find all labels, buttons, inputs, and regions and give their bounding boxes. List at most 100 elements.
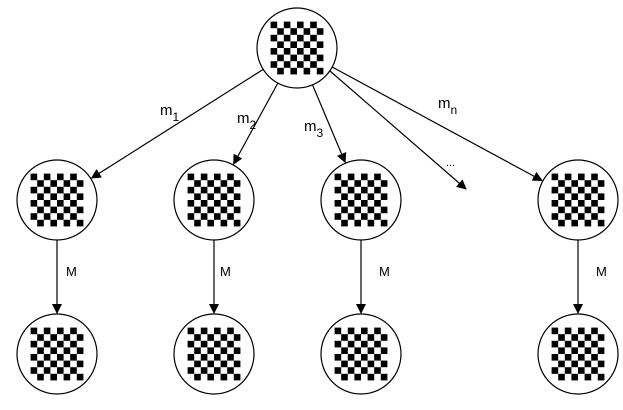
checker-square — [558, 193, 565, 200]
ellipsis-label: ... — [446, 157, 455, 169]
branch-edge-1 — [90, 68, 264, 179]
checker-square — [50, 360, 57, 368]
checker-square — [63, 193, 71, 200]
result-node-1 — [16, 313, 98, 395]
root-node — [256, 7, 338, 89]
checker-square — [347, 367, 355, 374]
checker-square — [367, 219, 375, 227]
checker-square — [187, 200, 195, 207]
checker-square — [30, 213, 38, 220]
edge-label-m1: m1 — [160, 102, 180, 124]
checker-square — [30, 327, 38, 335]
checker-square — [76, 193, 84, 200]
checker-square — [571, 373, 578, 381]
checker-square — [578, 186, 585, 194]
checker-square — [354, 206, 361, 214]
checker-square — [290, 41, 297, 48]
checker-square — [380, 334, 388, 341]
checker-square — [597, 347, 605, 354]
checker-square — [374, 340, 381, 348]
step-label-1: M — [66, 264, 77, 279]
checker-square — [347, 354, 355, 361]
checker-square — [187, 213, 195, 220]
branch-edge-2 — [233, 82, 279, 165]
checker-square — [187, 340, 195, 348]
checker-square — [334, 200, 342, 207]
checker-square — [30, 173, 38, 181]
checker-square — [310, 61, 317, 68]
checker-square — [591, 213, 598, 220]
checker-square — [571, 334, 578, 341]
checker-square — [194, 180, 201, 187]
checker-square — [551, 186, 559, 194]
checker-square — [194, 219, 201, 227]
checker-square — [270, 34, 278, 42]
checker-square — [214, 340, 221, 348]
checker-square — [63, 180, 71, 187]
edge-label-mn: mn — [438, 95, 457, 117]
checker-square — [70, 354, 77, 361]
child-node-2 — [173, 159, 255, 241]
checker-square — [297, 48, 304, 55]
checker-square — [551, 173, 559, 181]
checker-square — [354, 180, 361, 187]
checker-square — [334, 354, 342, 361]
result-node-3 — [320, 313, 402, 395]
step-label-2: M — [220, 264, 231, 279]
checker-square — [207, 334, 214, 341]
checker-square — [564, 354, 572, 361]
checker-square — [297, 21, 304, 29]
checker-square — [207, 219, 214, 227]
checker-square — [187, 186, 195, 194]
checker-square — [70, 200, 77, 207]
checker-square — [283, 48, 291, 55]
checker-square — [584, 193, 592, 200]
checker-square — [597, 193, 605, 200]
checker-square — [227, 213, 234, 220]
checker-square — [270, 61, 278, 68]
checker-square — [227, 200, 234, 207]
checker-square — [591, 186, 598, 194]
checker-square — [187, 173, 195, 181]
checker-square — [347, 213, 355, 220]
checker-square — [43, 367, 51, 374]
checkerboard-icon — [30, 327, 84, 381]
checker-square — [233, 334, 241, 341]
checker-square — [597, 360, 605, 368]
checker-square — [551, 340, 559, 348]
checker-square — [57, 186, 64, 194]
checker-square — [354, 193, 361, 200]
checker-square — [207, 347, 214, 354]
checker-square — [380, 219, 388, 227]
checker-square — [220, 373, 228, 381]
checker-square — [571, 347, 578, 354]
step-label-3: M — [379, 264, 390, 279]
checker-square — [380, 347, 388, 354]
checker-square — [220, 193, 228, 200]
child-node-1 — [16, 159, 98, 241]
checker-square — [57, 367, 64, 374]
checker-square — [571, 206, 578, 214]
checker-square — [316, 28, 324, 35]
checker-square — [578, 213, 585, 220]
checker-square — [207, 373, 214, 381]
checker-square — [194, 193, 201, 200]
checker-square — [63, 334, 71, 341]
checker-square — [361, 173, 368, 181]
checker-square — [367, 180, 375, 187]
checker-square — [374, 327, 381, 335]
checker-square — [270, 21, 278, 29]
checker-square — [551, 213, 559, 220]
checker-square — [310, 21, 317, 29]
checker-square — [361, 340, 368, 348]
edge-label-m3: m3 — [304, 118, 324, 140]
checker-square — [354, 373, 361, 381]
checker-square — [277, 41, 284, 48]
checker-square — [194, 360, 201, 368]
checker-square — [57, 213, 64, 220]
checker-square — [334, 340, 342, 348]
edge-label-m2: m2 — [237, 110, 257, 132]
checker-square — [43, 327, 51, 335]
result-node-4 — [537, 313, 619, 395]
checker-square — [57, 173, 64, 181]
